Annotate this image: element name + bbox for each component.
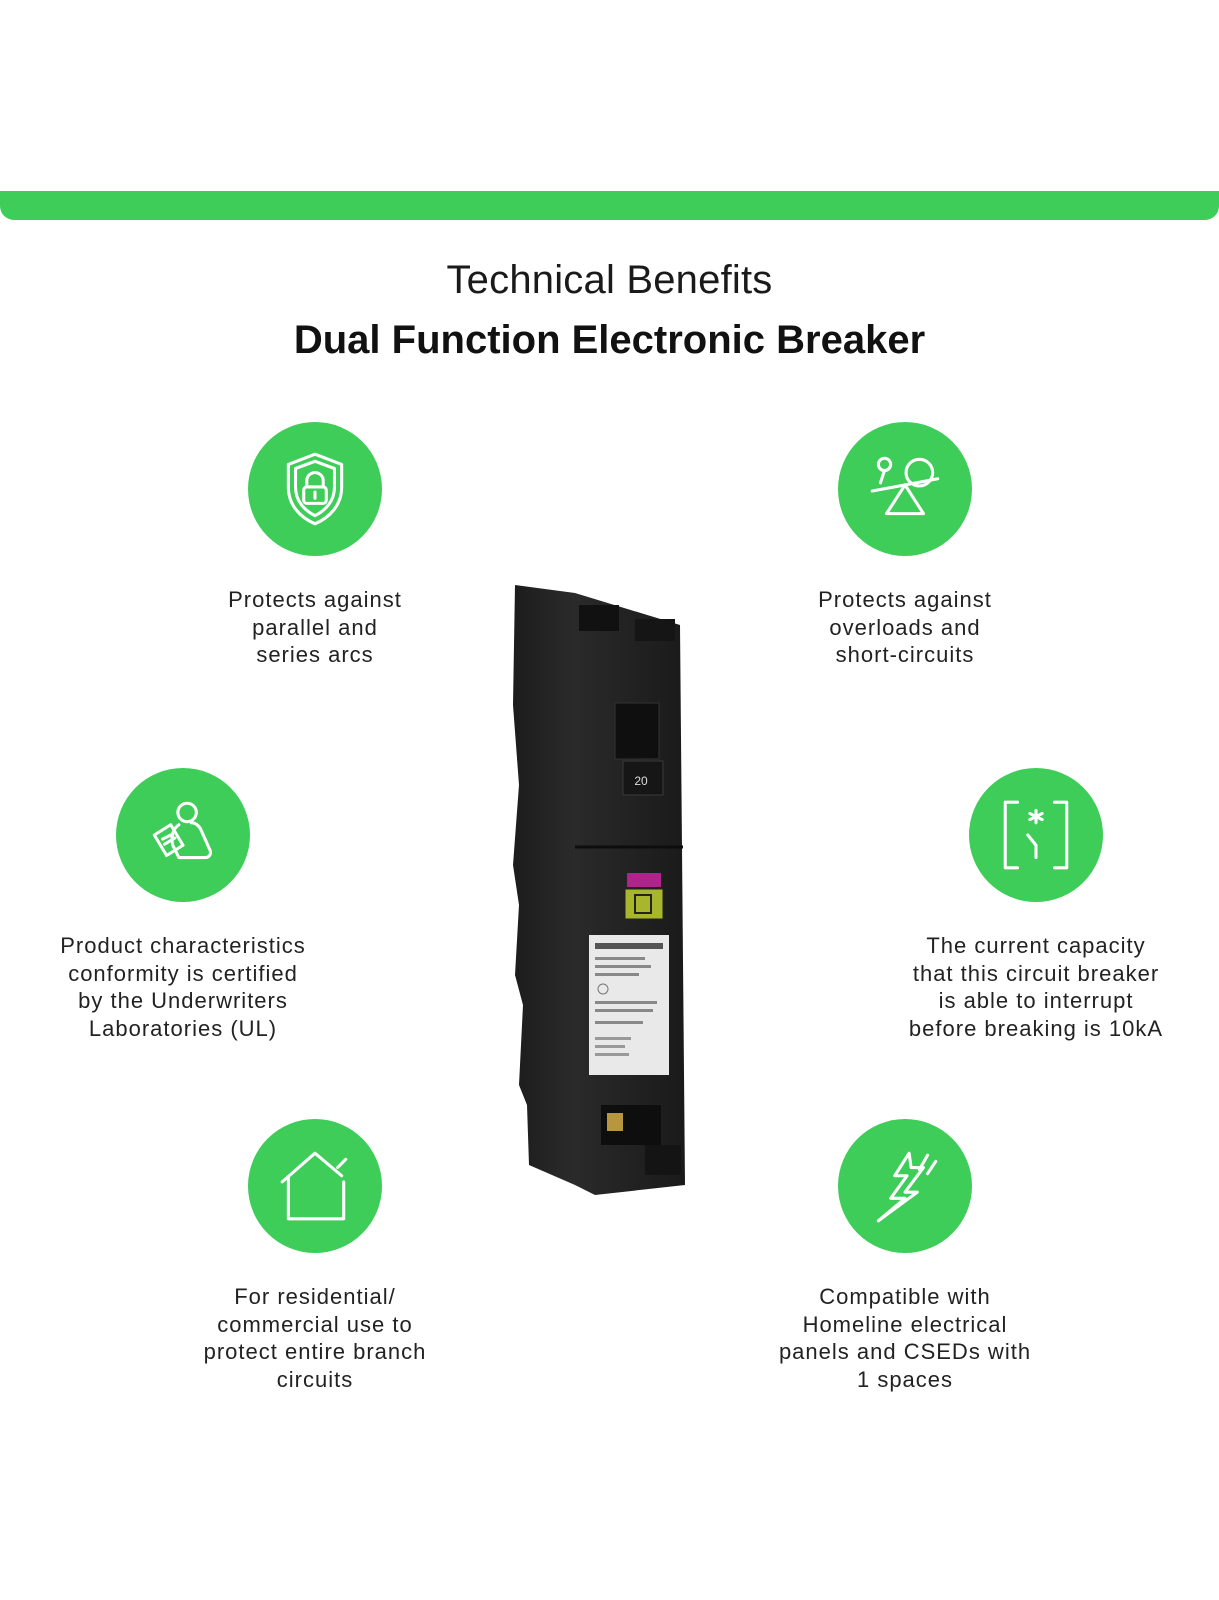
feature-arc-protection: Protects against parallel and series arc… — [155, 422, 475, 669]
page-subtitle: Technical Benefits — [446, 258, 773, 302]
feature-caption: Protects against overloads and short-cir… — [818, 587, 992, 667]
feature-overload-protection: Protects against overloads and short-cir… — [745, 422, 1065, 669]
feature-homeline-compatible: Compatible with Homeline electrical pane… — [745, 1119, 1065, 1393]
shield-lock-icon — [286, 452, 344, 526]
feature-interrupt-capacity: The current capacity that this circuit b… — [876, 768, 1196, 1042]
top-accent-bar — [0, 191, 1219, 220]
circuit-breaker-illustration: 20 — [513, 585, 685, 1195]
circuit-interrupt-icon — [1003, 800, 1069, 870]
feature-caption: Protects against parallel and series arc… — [228, 587, 402, 667]
feature-caption: For residential/ commercial use to prote… — [203, 1284, 427, 1392]
circuit-breaker-image: 20 — [505, 585, 705, 1205]
page-title: Dual Function Electronic Breaker — [293, 318, 926, 362]
feature-caption: Compatible with Homeline electrical pane… — [778, 1284, 1032, 1392]
house-icon — [280, 1151, 348, 1221]
breaker-rating-label: 20 — [634, 774, 648, 788]
feature-ul-certified: Product characteristics conformity is ce… — [23, 768, 343, 1042]
feature-caption: Product characteristics conformity is ce… — [60, 933, 306, 1041]
feature-caption: The current capacity that this circuit b… — [908, 933, 1164, 1041]
feature-residential-use: For residential/ commercial use to prote… — [155, 1119, 475, 1393]
certified-person-icon — [152, 801, 212, 860]
seesaw-balance-icon — [870, 456, 940, 516]
lightning-bolt-icon — [876, 1151, 938, 1223]
